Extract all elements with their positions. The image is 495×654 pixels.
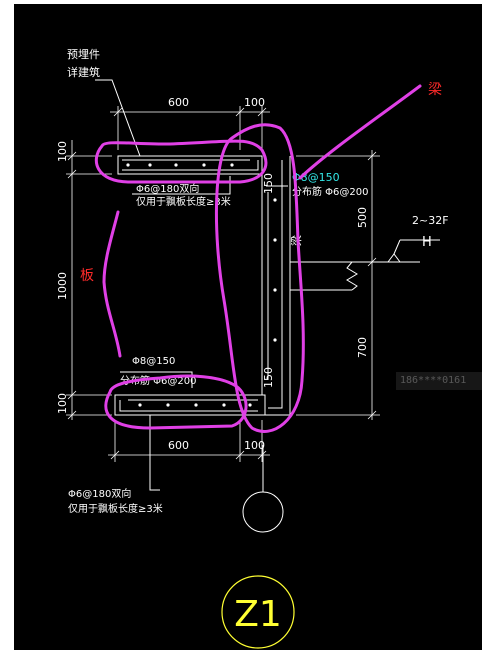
markup-slab-leader (102, 210, 122, 358)
wall-rebar-outer (268, 160, 283, 409)
level-label: 2~32F (412, 214, 449, 227)
rebar-bottom-main: Φ6@180双向 (68, 487, 131, 500)
bottom-rebar-leader (149, 415, 160, 491)
bottom-slab-rebar (119, 400, 258, 412)
dim-right-700: 700 (356, 337, 369, 358)
dim-left-100-bottom: 100 (56, 393, 69, 414)
level-marker (387, 253, 401, 263)
rebar-top-main: Φ6@180双向 (136, 182, 199, 195)
dim-150-bottom: 150 (262, 367, 275, 388)
watermark-text: 186****0161 (396, 372, 482, 390)
top-slab-outline (117, 155, 263, 175)
rebar-right-secondary: 分布筋 Φ6@200 (292, 185, 369, 198)
rebar-dots (126, 163, 277, 407)
section-tag-label: Z1 (234, 594, 282, 635)
dim-bottom-600: 600 (168, 439, 189, 452)
level-marker-leader-diag (393, 239, 401, 255)
markup-beam-note: 梁 (428, 82, 442, 98)
dim-150-top: 150 (262, 173, 275, 194)
markup-slab-note: 板 (80, 268, 94, 284)
markup-top-slab-loop (94, 139, 268, 184)
dim-top-600: 600 (168, 96, 189, 109)
embed-label-line1: 预埋件 (67, 48, 100, 61)
section-tag-circle (221, 575, 295, 649)
section-tag: Z1 (221, 575, 295, 649)
rebar-left-dist: Φ8@150 (132, 356, 175, 367)
embed-leader (95, 79, 141, 157)
markup-beam-leader (298, 84, 422, 180)
markup-bottom-slab-loop (104, 374, 248, 430)
dim-right-500: 500 (356, 207, 369, 228)
embed-label-line2: 详建筑 (67, 65, 100, 79)
dim-bottom-100: 100 (244, 439, 265, 452)
rebar-bottom-note: 仅用于飘板长度≥3米 (68, 502, 163, 515)
dim-top-100: 100 (244, 96, 265, 109)
top-slab-rebar (122, 160, 259, 171)
dim-left-1000: 1000 (56, 272, 69, 300)
markup-beam-loop (214, 123, 305, 433)
dimension-lines (66, 106, 380, 462)
bottom-slab-outline (114, 394, 266, 416)
level-symbol: H (422, 235, 432, 250)
axis-circle (242, 491, 284, 533)
hand-markups (94, 84, 422, 433)
dim-left-100-top: 100 (56, 141, 69, 162)
rebar-top-note: 仅用于飘板长度≥3米 (136, 195, 231, 208)
beam-break-symbol (346, 261, 358, 291)
beam-label-vertical: 梁 (289, 235, 303, 246)
structure-lines (95, 79, 440, 533)
left-rebar-leader (120, 371, 193, 388)
